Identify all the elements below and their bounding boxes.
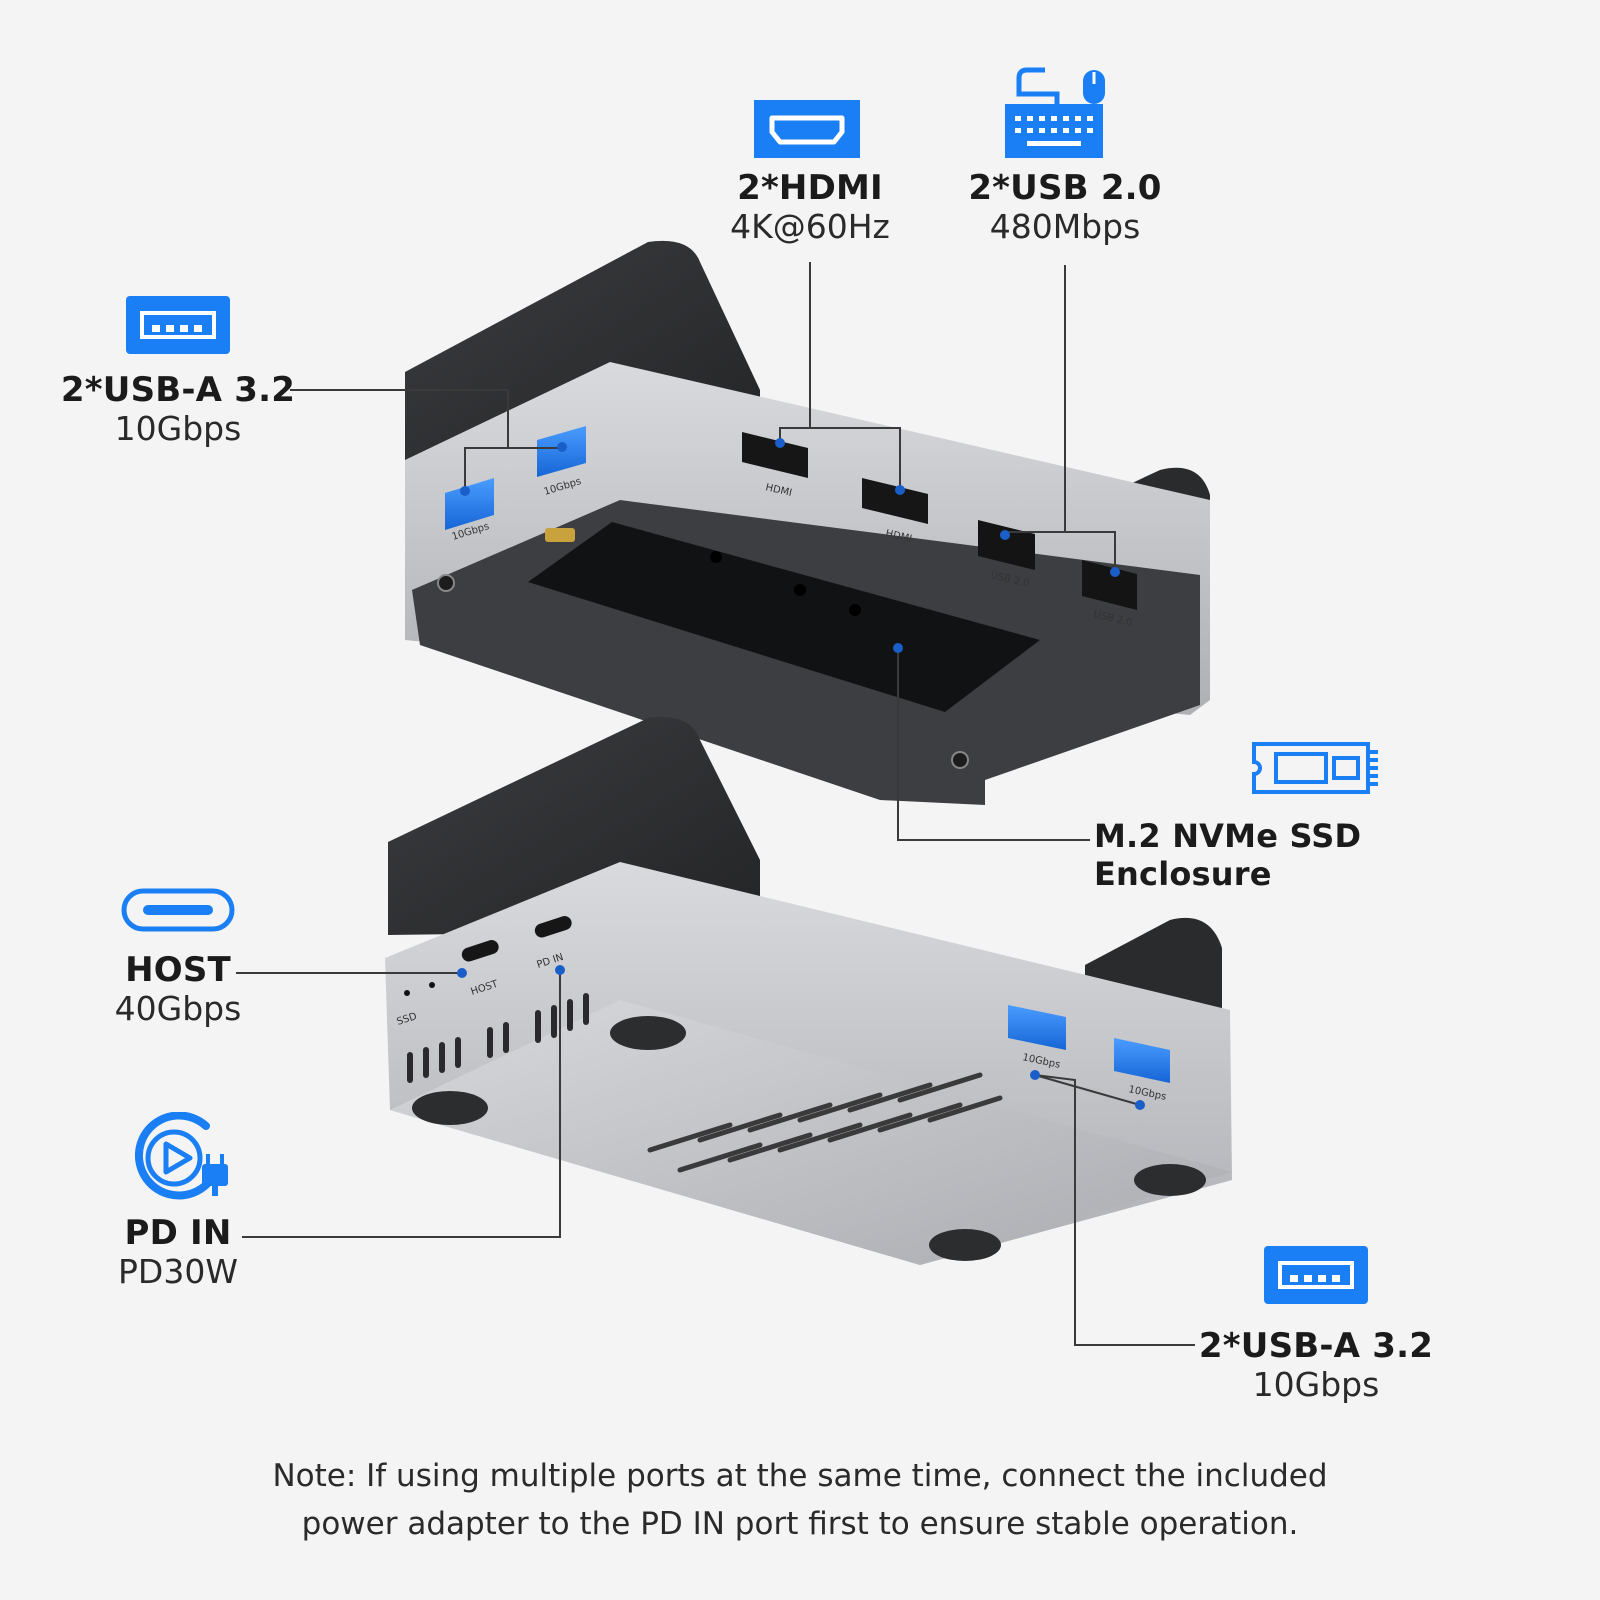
hdmi-port-icon <box>754 100 860 158</box>
hdmi-label: 2*HDMI 4K@60Hz <box>710 168 910 247</box>
keyboard-mouse-icon <box>1005 67 1105 158</box>
power-delivery-icon <box>134 1112 228 1200</box>
usage-note-line-2: power adapter to the PD IN port first to… <box>301 1506 1299 1543</box>
pdin-label: PD IN PD30W <box>90 1213 266 1292</box>
m2-ssd-icon <box>1252 742 1378 794</box>
bottom-device: HOST PD IN SSD 10Gbps 10Gbps <box>385 716 1232 1265</box>
host-label: HOST 40Gbps <box>90 950 266 1029</box>
usb2-subtitle: 480Mbps <box>989 207 1141 247</box>
ssd-label: M.2 NVMe SSD Enclosure <box>1094 817 1534 894</box>
usage-note: Note: If using multiple ports at the sam… <box>160 1452 1440 1548</box>
hdmi-subtitle: 4K@60Hz <box>730 207 890 247</box>
leader-dots <box>457 438 1145 1110</box>
pdin-title: PD IN <box>124 1213 232 1253</box>
usage-note-line-1: Note: If using multiple ports at the sam… <box>272 1458 1328 1494</box>
usba-top-label: 2*USB-A 3.2 10Gbps <box>60 370 296 449</box>
host-title: HOST <box>125 950 231 990</box>
usb2-title: 2*USB 2.0 <box>968 168 1162 208</box>
usba-bottom-label: 2*USB-A 3.2 10Gbps <box>1198 1326 1434 1405</box>
usb2-label: 2*USB 2.0 480Mbps <box>950 168 1180 247</box>
usba-bottom-title: 2*USB-A 3.2 <box>1198 1326 1434 1366</box>
pdin-subtitle: PD30W <box>118 1252 238 1292</box>
usba-bottom-subtitle: 10Gbps <box>1252 1365 1380 1405</box>
hdmi-title: 2*HDMI <box>737 168 883 208</box>
usb-c-port-icon <box>121 888 235 932</box>
usba-top-subtitle: 10Gbps <box>114 409 242 449</box>
usba-top-title: 2*USB-A 3.2 <box>60 370 296 410</box>
usb-a-port-icon <box>1264 1246 1368 1304</box>
host-subtitle: 40Gbps <box>114 989 242 1029</box>
top-device: 10Gbps 10Gbps HDMI HDMI USB 2.0 <box>405 240 1210 805</box>
ssd-title: M.2 NVMe SSD Enclosure <box>1094 817 1362 893</box>
usb-a-port-icon <box>126 296 230 354</box>
